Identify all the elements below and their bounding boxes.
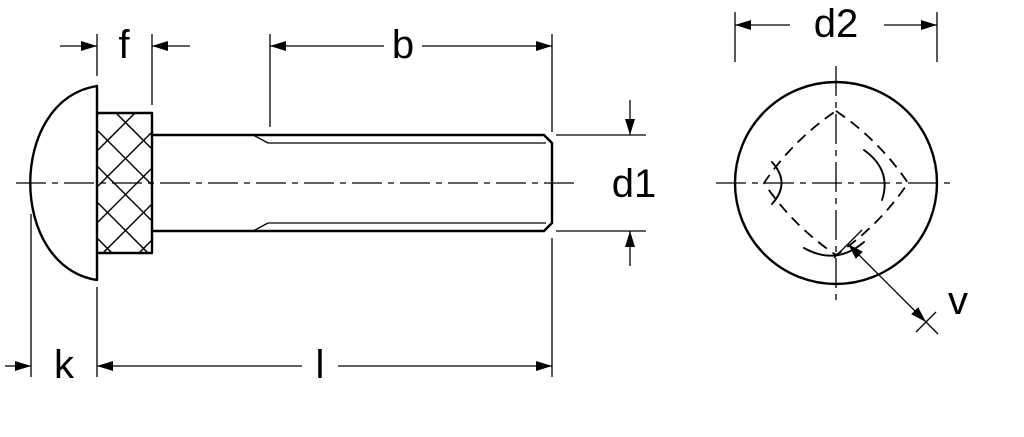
square-neck-outline xyxy=(95,111,154,255)
arrowhead xyxy=(921,20,937,30)
thread-lines xyxy=(252,134,546,232)
dim-label-k: k xyxy=(54,343,75,387)
dimension-d1: d1 xyxy=(556,100,656,266)
dim-label-d2: d2 xyxy=(814,2,859,46)
arrowhead xyxy=(848,244,863,259)
dimension-b: b xyxy=(269,23,553,132)
shank-outline xyxy=(150,133,554,233)
dimension-v: v xyxy=(833,229,968,335)
neck-fillet-arcs xyxy=(771,149,886,257)
dimension-d2: d2 xyxy=(734,2,938,62)
arrowhead xyxy=(625,231,635,247)
dimension-l: l xyxy=(97,238,553,387)
arrowhead xyxy=(536,361,552,371)
dimension-k: k xyxy=(5,214,98,387)
front-view: d2 v xyxy=(716,2,968,335)
arrowhead xyxy=(536,41,552,51)
arrowhead xyxy=(911,307,926,322)
arrowhead xyxy=(152,41,168,51)
dimension-f: f xyxy=(60,23,190,105)
dim-label-l: l xyxy=(316,343,325,387)
extension-lines-b xyxy=(269,34,553,132)
dim-label-f: f xyxy=(118,23,130,67)
arrowhead xyxy=(735,20,751,30)
extension-lines-d1 xyxy=(556,134,646,232)
arrowhead xyxy=(270,41,286,51)
bolt-head-outline xyxy=(29,84,99,282)
extension-lines-k xyxy=(30,214,98,377)
arrowhead xyxy=(81,41,97,51)
extension-lines-d2 xyxy=(734,12,938,62)
arrowhead xyxy=(15,361,31,371)
side-view: f b d1 k xyxy=(5,23,656,387)
arrowhead xyxy=(625,119,635,135)
head-circle xyxy=(733,80,939,286)
square-neck-hatch xyxy=(97,113,152,253)
arrowhead xyxy=(97,361,113,371)
dim-label-d1: d1 xyxy=(612,162,657,206)
dim-label-v: v xyxy=(948,279,968,323)
dim-label-b: b xyxy=(392,23,414,67)
